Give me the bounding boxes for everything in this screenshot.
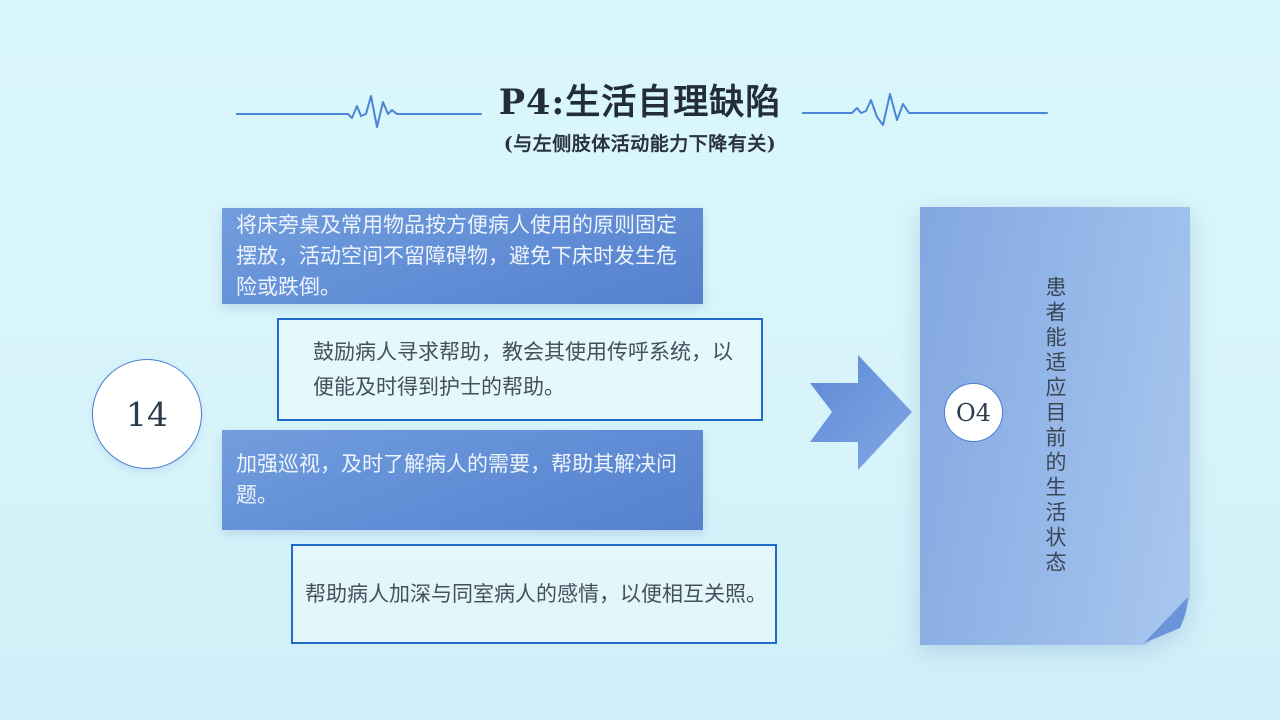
- outcome-panel-sheet: 患者能适应目前的生活状态 O4: [920, 207, 1190, 645]
- intervention-badge-label: 14: [126, 394, 168, 434]
- slide-subtitle: (与左侧肢体活动能力下降有关): [503, 132, 777, 155]
- intervention-text-1: 将床旁桌及常用物品按方便病人使用的原则固定摆放，活动空间不留障碍物，避免下床时发…: [236, 212, 677, 299]
- outcome-panel: 患者能适应目前的生活状态 O4: [920, 207, 1190, 645]
- outcome-text: 患者能适应目前的生活状态: [1043, 276, 1067, 576]
- heartbeat-line-right-icon: [802, 93, 1048, 126]
- outcome-badge: O4: [944, 383, 1003, 442]
- intervention-text-3: 加强巡视，及时了解病人的需要，帮助其解决问题。: [236, 452, 677, 507]
- slide-title: P4:生活自理缺陷: [498, 82, 782, 123]
- intervention-badge: 14: [92, 359, 202, 469]
- heartbeat-line-left-icon: [236, 95, 482, 128]
- folded-corner-icon: [1144, 597, 1188, 643]
- chevron-right-arrow-icon: [810, 355, 912, 470]
- intervention-text-4: 帮助病人加深与同室病人的感情，以便相互关照。: [305, 581, 767, 606]
- intervention-text-2: 鼓励病人寻求帮助，教会其使用传呼系统，以便能及时得到护士的帮助。: [313, 339, 733, 399]
- intervention-box-2: 鼓励病人寻求帮助，教会其使用传呼系统，以便能及时得到护士的帮助。: [277, 318, 763, 421]
- intervention-box-3: 加强巡视，及时了解病人的需要，帮助其解决问题。: [222, 430, 703, 530]
- intervention-box-4: 帮助病人加深与同室病人的感情，以便相互关照。: [291, 544, 777, 644]
- outcome-badge-label: O4: [956, 398, 991, 427]
- slide-header: P4:生活自理缺陷 (与左侧肢体活动能力下降有关): [0, 82, 1280, 156]
- intervention-box-1: 将床旁桌及常用物品按方便病人使用的原则固定摆放，活动空间不留障碍物，避免下床时发…: [222, 208, 703, 304]
